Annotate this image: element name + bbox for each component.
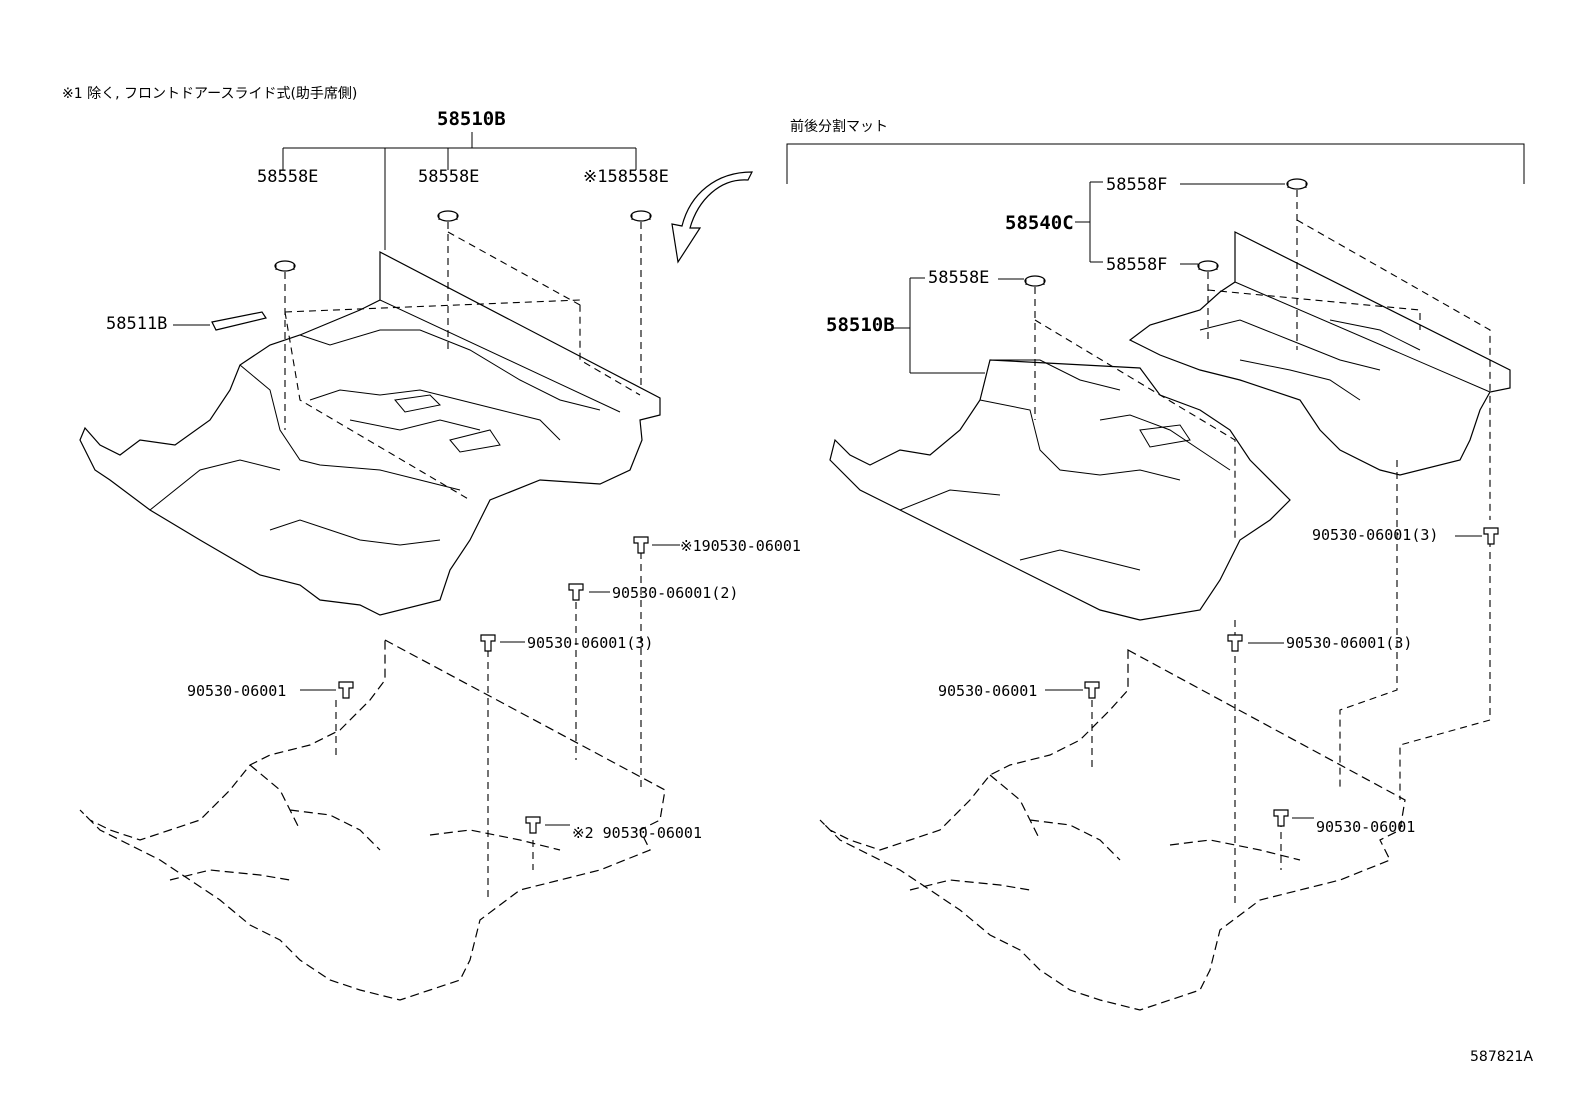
left-assy-bracket xyxy=(282,132,637,250)
left-note: ※1 除く, フロントドアースライド式(助手席側) xyxy=(62,86,357,102)
right-plug-f1-label[interactable]: 58558F xyxy=(1106,175,1167,195)
right-front-carpet xyxy=(829,359,1291,621)
left-front-carpet xyxy=(79,251,661,616)
plug-icon xyxy=(1286,178,1308,190)
left-floor-panel xyxy=(79,638,666,1001)
right-assembly: 58540C 58558F 58558F 58558E 58510B xyxy=(819,175,1511,1011)
left-clip-5-label[interactable]: ※2 90530-06001 xyxy=(572,824,702,842)
plug-icon xyxy=(274,260,296,272)
pad-part xyxy=(211,311,267,331)
clip-icon xyxy=(525,816,541,834)
left-plug-b-label[interactable]: 58558E xyxy=(418,167,479,187)
clip-icon xyxy=(1483,527,1499,545)
right-clip-3-label[interactable]: 90530-06001 xyxy=(938,682,1037,700)
clip-icon xyxy=(338,681,354,699)
clip-icon xyxy=(568,583,584,601)
left-assembly: 58510B 58558E 58558E ※158558E 58511B xyxy=(79,108,801,1001)
left-plug-c-label[interactable]: ※158558E xyxy=(583,167,669,187)
right-rear-mat xyxy=(1128,231,1511,476)
plug-icon xyxy=(1024,275,1046,287)
right-rear-assy-label[interactable]: 58540C xyxy=(1005,212,1074,234)
curved-arrow-icon xyxy=(671,171,753,264)
plug-icon xyxy=(1197,260,1219,272)
left-pad-label[interactable]: 58511B xyxy=(106,314,167,334)
right-assy-label[interactable]: 58510B xyxy=(826,314,895,336)
right-plug-f2-label[interactable]: 58558F xyxy=(1106,255,1167,275)
right-floor-panel xyxy=(819,648,1406,1011)
left-clip-2-label[interactable]: 90530-06001(2) xyxy=(612,584,738,602)
left-clip-3-label[interactable]: 90530-06001(3) xyxy=(527,634,653,652)
plug-icon xyxy=(630,210,652,222)
left-assy-label[interactable]: 58510B xyxy=(437,108,506,130)
split-mat-bracket xyxy=(786,143,1525,184)
right-clip-2-label[interactable]: 90530-06001(3) xyxy=(1286,634,1412,652)
figure-code: 587821A xyxy=(1470,1049,1533,1065)
clip-icon xyxy=(1227,634,1243,652)
right-note: 前後分割マット xyxy=(790,118,888,135)
right-clip-1-label[interactable]: 90530-06001(3) xyxy=(1312,526,1438,544)
right-plug-e-label[interactable]: 58558E xyxy=(928,268,989,288)
left-clip-4-label[interactable]: 90530-06001 xyxy=(187,682,286,700)
plug-icon xyxy=(437,210,459,222)
clip-icon xyxy=(1084,681,1100,699)
clip-icon xyxy=(633,536,649,554)
clip-icon xyxy=(480,634,496,652)
right-clip-4-label[interactable]: 90530-06001 xyxy=(1316,818,1415,836)
left-clip-1-label[interactable]: ※190530-06001 xyxy=(680,537,801,555)
left-plug-a-label[interactable]: 58558E xyxy=(257,167,318,187)
clip-icon xyxy=(1273,809,1289,827)
